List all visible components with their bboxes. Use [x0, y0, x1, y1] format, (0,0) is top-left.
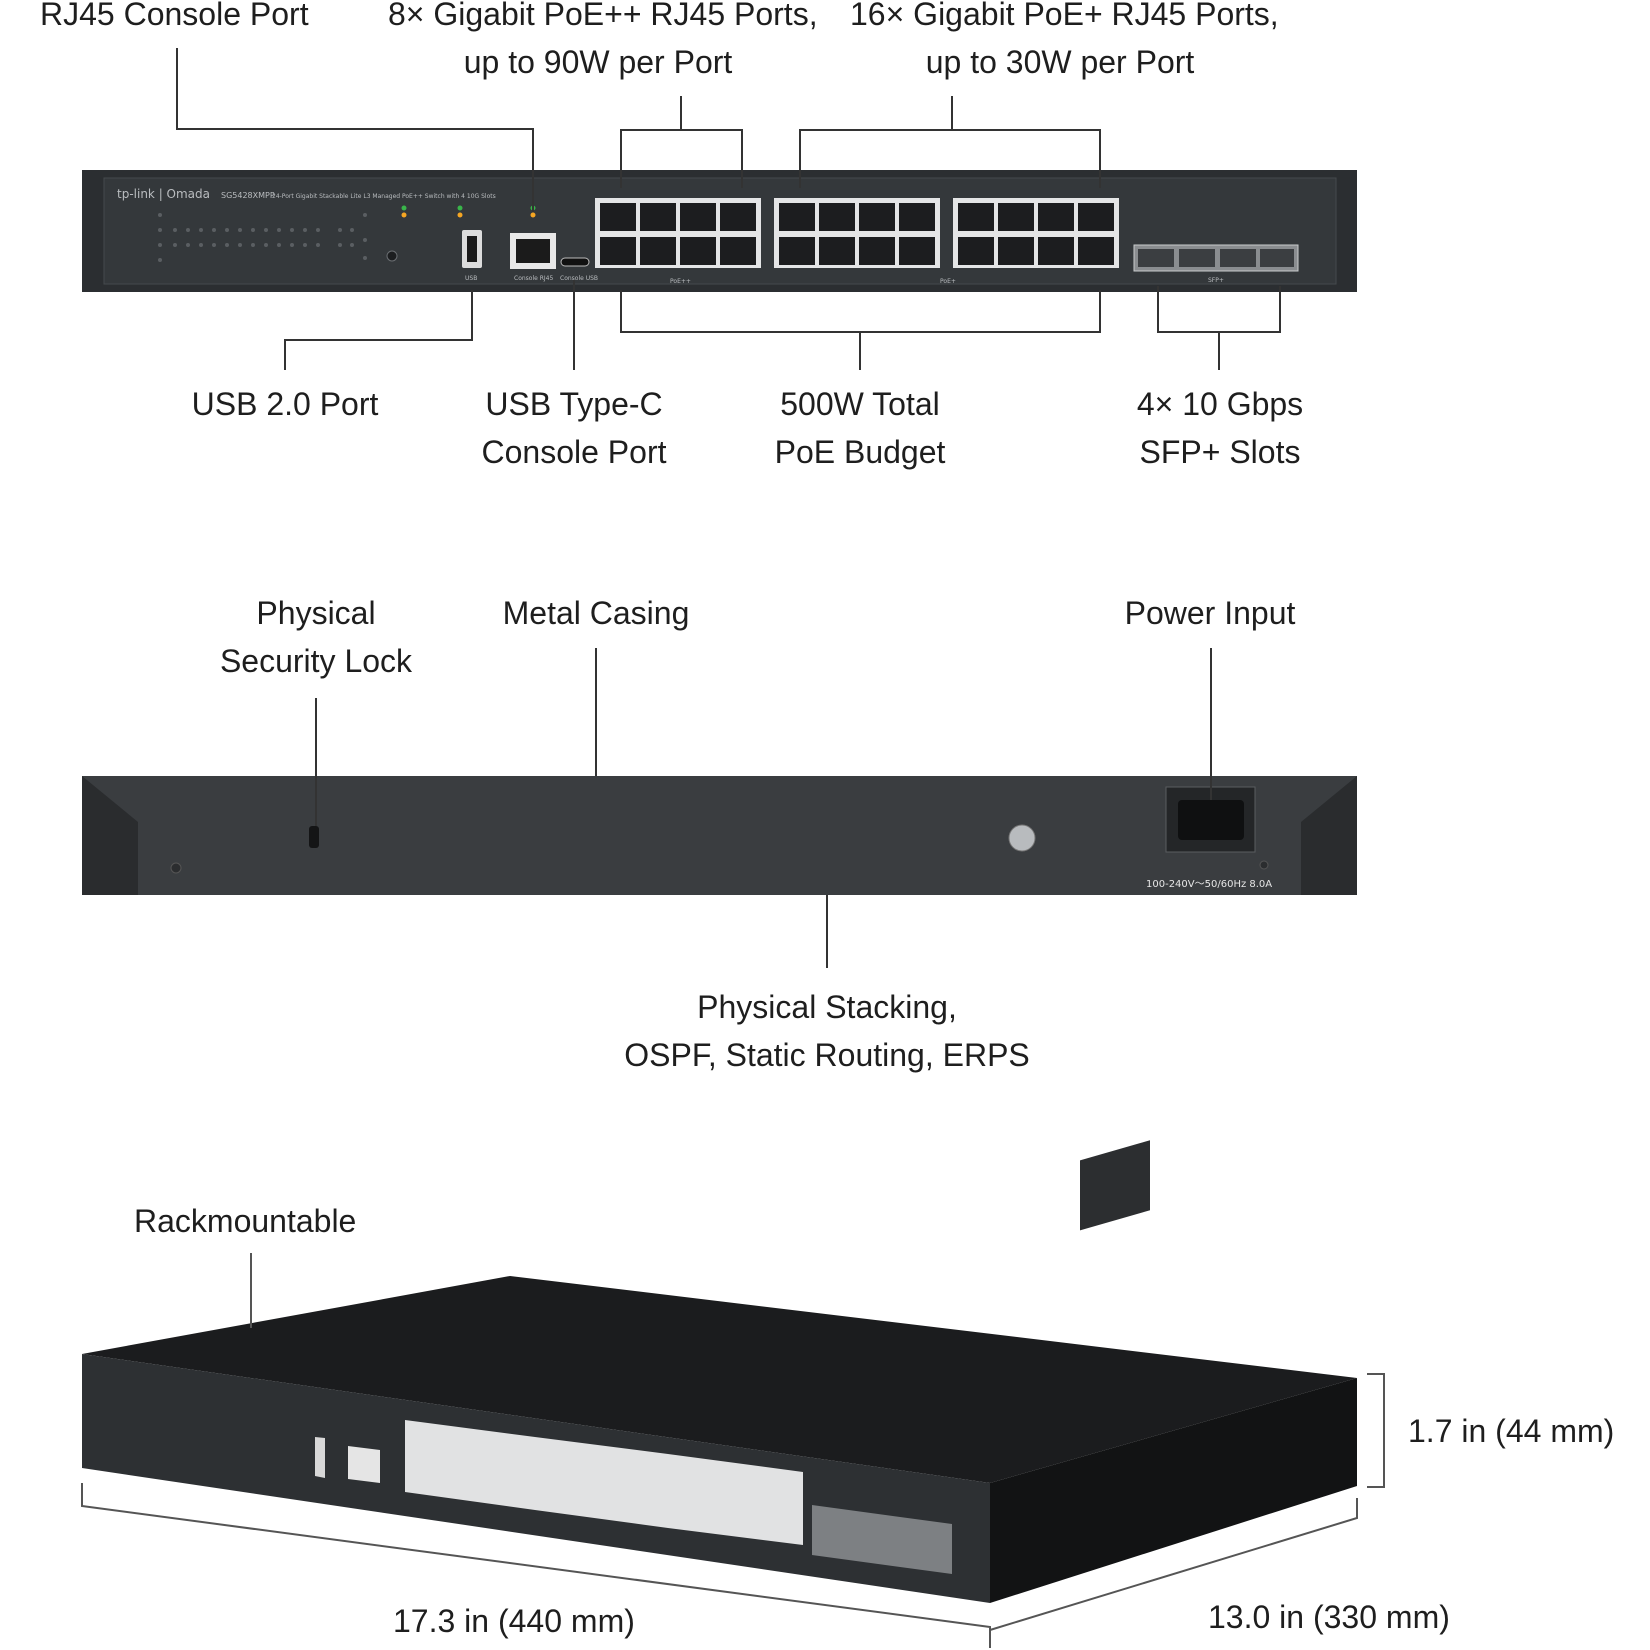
callout-usb-c-line2: Console Port [481, 434, 667, 470]
callout-poe-p-ports: 16× Gigabit PoE+ RJ45 Ports, up to 30W p… [850, 0, 1279, 86]
callout-poe-pp-line1: 8× Gigabit PoE++ RJ45 Ports, [388, 0, 818, 32]
usb-2-port-slot [467, 236, 477, 262]
callout-security-lock-line1: Physical [256, 595, 376, 631]
callout-poe-pp-line2: up to 90W per Port [463, 44, 733, 80]
3d-port-block-1 [405, 1420, 535, 1510]
led-legend-green-2 [457, 205, 463, 211]
rear-chassis [82, 776, 1357, 895]
chassis-side [990, 1378, 1357, 1603]
callout-poe-p-line1: 16× Gigabit PoE+ RJ45 Ports, [850, 0, 1279, 32]
sfp-cages [1133, 244, 1299, 272]
usb-c-port-graphic [560, 257, 590, 267]
callout-sfp: 4× 10 Gbps SFP+ Slots [1080, 380, 1360, 476]
callout-usb2: USB 2.0 Port [191, 386, 379, 422]
front-model: SG5428XMPP [221, 191, 275, 200]
usb-print: USB [465, 275, 477, 282]
ground-screw [1008, 824, 1036, 852]
security-lock-slot [309, 826, 319, 848]
callout-metal-casing: Metal Casing [502, 595, 690, 631]
front-callout-lines [176, 48, 1281, 370]
callout-power-input: Power Input [1124, 595, 1296, 631]
power-socket [1178, 800, 1244, 840]
front-panel [82, 170, 1357, 292]
led-legend-orange-2 [457, 212, 463, 218]
callout-sfp-line1: 4× 10 Gbps [1136, 386, 1304, 422]
mode-button [386, 250, 398, 262]
dimension-height: 1.7 in (44 mm) [1408, 1413, 1615, 1449]
3d-port-block-2 [535, 1437, 668, 1528]
chassis-top [82, 1276, 1357, 1483]
sfp-print: SFP+ [1208, 277, 1224, 284]
rear-right-bracket [1301, 776, 1357, 895]
callout-stacking-line2: OSPF, Static Routing, ERPS [624, 1037, 1030, 1073]
rear-left-bracket [82, 776, 138, 895]
side-vents [1080, 1140, 1150, 1231]
front-description: 24-Port Gigabit Stackable Lite L3 Manage… [272, 193, 496, 200]
callout-stacking: Physical Stacking, OSPF, Static Routing,… [577, 983, 1077, 1079]
rear-callout-lines [315, 648, 1212, 968]
dimension-lines [81, 1253, 1385, 1648]
switch-3d-view [82, 1140, 1357, 1603]
led-matrix [158, 213, 367, 262]
led-legend-orange-3 [530, 212, 536, 218]
rear-screw-left [170, 862, 182, 874]
callout-rackmountable: Rackmountable [134, 1203, 357, 1239]
dimension-width: 17.3 in (440 mm) [393, 1603, 635, 1639]
callout-stacking-line1: Physical Stacking, [697, 989, 957, 1025]
led-legend-green [401, 205, 407, 211]
3d-console-port [348, 1446, 380, 1483]
console-usb-print: Console USB [560, 275, 598, 282]
led-legend-orange [401, 212, 407, 218]
3d-sfp-cages [812, 1505, 952, 1574]
callout-security-lock: Physical Security Lock [176, 589, 456, 685]
callout-poe-budget-line1: 500W Total [780, 386, 940, 422]
dimension-depth: 13.0 in (330 mm) [1208, 1599, 1450, 1635]
rear-panel [82, 776, 1357, 895]
poe-p-print: PoE+ [940, 278, 956, 285]
callout-security-lock-line2: Security Lock [219, 643, 413, 679]
front-brand-logo: tp-link | Omada [117, 187, 210, 201]
callout-rj45-console: RJ45 Console Port [40, 0, 309, 32]
3d-usb-port [315, 1437, 325, 1478]
poe-pp-print: PoE++ [670, 278, 691, 285]
callout-usb-c: USB Type-C Console Port [434, 380, 714, 476]
power-rating-print: 100-240V～50/60Hz 8.0A [1146, 879, 1272, 890]
3d-port-block-3 [668, 1454, 803, 1545]
console-rj45-print: Console RJ45 [514, 275, 553, 282]
callout-sfp-line2: SFP+ Slots [1139, 434, 1301, 470]
callout-poe-budget-line2: PoE Budget [774, 434, 946, 470]
callout-poe-budget: 500W Total PoE Budget [720, 380, 1000, 476]
callout-usb-c-line1: USB Type-C [485, 386, 663, 422]
callout-poe-pp-ports: 8× Gigabit PoE++ RJ45 Ports, up to 90W p… [388, 0, 818, 86]
rear-screw-right [1259, 860, 1269, 870]
console-rj45-jack [516, 239, 550, 263]
callout-poe-p-line2: up to 30W per Port [925, 44, 1195, 80]
rj45-jacks [600, 203, 1114, 265]
